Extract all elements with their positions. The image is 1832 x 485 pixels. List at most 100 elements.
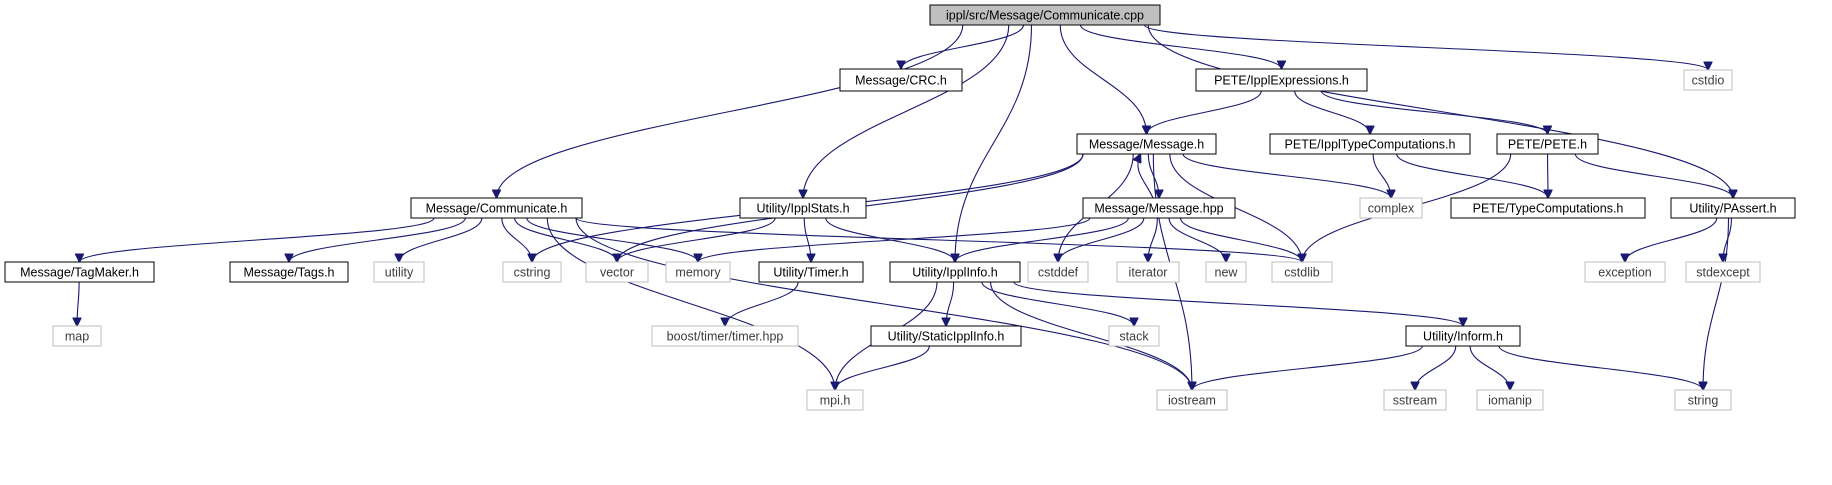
node-passert[interactable]: Utility/PAssert.h [1670,197,1796,219]
node-box [502,261,562,283]
node-msg-hpp[interactable]: Message/Message.hpp [1082,197,1236,219]
node-box [1195,68,1368,92]
edge-root-to-msg_h [1059,24,1146,134]
node-box [1082,197,1236,219]
node-box [585,261,649,283]
node-pete-expr[interactable]: PETE/IpplExpressions.h [1195,68,1368,92]
node-label: iterator [1129,266,1168,280]
node-complex: complex [1359,197,1423,219]
edge-comm_h-to-cstdlib [575,217,1302,262]
node-label: complex [1368,202,1415,216]
node-box [1383,389,1447,411]
edge-ipplinfo-to-iostream [990,281,1192,390]
node-root[interactable]: ippl/src/Message/Communicate.cpp [929,4,1161,26]
node-label: new [1215,266,1239,280]
node-timer[interactable]: Utility/Timer.h [758,261,864,283]
node-box [1405,325,1521,347]
node-label: iostream [1168,394,1216,408]
edge-inform-to-iostream [1192,345,1423,390]
node-box [1116,261,1180,283]
node-layer: ippl/src/Message/Communicate.cppMessage/… [4,4,1796,411]
edge-ipplinfo-to-static_ipplinfo [946,281,955,326]
node-label: string [1688,394,1719,408]
node-box [410,197,583,219]
node-pete-typecomp-ippl[interactable]: PETE/IpplTypeComputations.h [1269,133,1471,155]
node-tagmaker[interactable]: Message/TagMaker.h [4,261,155,283]
edge-root-to-comm_h [497,24,964,198]
edge-tagmaker-to-map [77,281,79,326]
edge-msg_hpp-to-memory [698,217,1091,262]
node-label: utility [385,266,414,280]
node-box [806,389,864,411]
edge-msg_hpp-to-new [1168,217,1226,262]
edge-comm_h-to-iostream [575,217,1192,390]
node-sstream: sstream [1383,389,1447,411]
edge-pete_expr-to-msg_h [1147,90,1262,134]
node-box [665,261,731,283]
node-label: sstream [1393,394,1437,408]
node-iterator: iterator [1116,261,1180,283]
node-label: Utility/IpplStats.h [756,202,849,216]
edge-ipplstats-to-ipplinfo [825,217,955,262]
node-label: ippl/src/Message/Communicate.cpp [946,9,1144,23]
node-label: Message/CRC.h [855,74,947,88]
node-label: Message/Communicate.h [426,202,568,216]
node-cstdlib: cstdlib [1271,261,1333,283]
node-utility: utility [373,261,425,283]
node-box [229,261,349,283]
node-inform[interactable]: Utility/Inform.h [1405,325,1521,347]
node-box [1027,261,1089,283]
edge-msg_hpp-to-iterator [1148,217,1158,262]
node-box [839,68,963,92]
node-box [373,261,425,283]
edge-timer-to-boost_timer [725,281,799,326]
node-box [1450,197,1646,219]
node-label: exception [1598,266,1652,280]
edge-root-to-passert [1147,24,1733,198]
node-msg-h[interactable]: Message/Message.h [1076,133,1217,155]
node-pete-h[interactable]: PETE/PETE.h [1496,133,1599,155]
node-box [1076,133,1217,155]
node-box [1359,197,1423,219]
node-label: Message/Tags.h [243,266,334,280]
edge-layer [77,24,1733,390]
node-box [1205,261,1247,283]
node-ipplstats[interactable]: Utility/IpplStats.h [739,197,867,219]
node-ipplinfo[interactable]: Utility/IpplInfo.h [889,261,1021,283]
node-label: Utility/StaticIpplInfo.h [888,330,1005,344]
edge-passert-to-exception [1625,217,1718,262]
edge-ipplstats-to-timer [803,217,811,262]
edge-comm_h-to-tags [289,217,466,262]
node-label: cstring [514,266,551,280]
node-box [1269,133,1471,155]
node-map: map [52,325,102,347]
edge-msg_hpp-to-ipplinfo [955,217,1129,262]
node-tags[interactable]: Message/Tags.h [229,261,349,283]
edge-msg_hpp-to-cstddef [1058,217,1145,262]
node-label: cstdio [1692,74,1725,88]
edge-pete_typecomp_ippl-to-pete_typecomp [1396,153,1548,198]
node-label: Message/TagMaker.h [20,266,139,280]
edge-comm_h-to-mpi [546,217,835,390]
node-stdexcept: stdexcept [1685,261,1761,283]
node-label: iomanip [1488,394,1532,408]
node-box [1271,261,1333,283]
node-box [1108,325,1160,347]
edge-root-to-ipplstats [803,24,1010,198]
node-box [1670,197,1796,219]
edge-ipplinfo-to-inform [1013,281,1463,326]
node-iostream: iostream [1156,389,1228,411]
edge-inform-to-sstream [1415,345,1457,390]
edge-comm_h-to-cstring [501,217,532,262]
node-crc[interactable]: Message/CRC.h [839,68,963,92]
edge-comm_h-to-memory [526,217,698,262]
node-box [1683,69,1733,91]
node-comm-h[interactable]: Message/Communicate.h [410,197,583,219]
edge-static_ipplinfo-to-mpi [835,345,930,390]
node-box [1156,389,1228,411]
node-static-ipplinfo[interactable]: Utility/StaticIpplInfo.h [870,325,1022,347]
node-pete-typecomp[interactable]: PETE/TypeComputations.h [1450,197,1646,219]
edge-comm_h-to-utility [399,217,483,262]
edge-inform-to-iomanip [1469,345,1510,390]
